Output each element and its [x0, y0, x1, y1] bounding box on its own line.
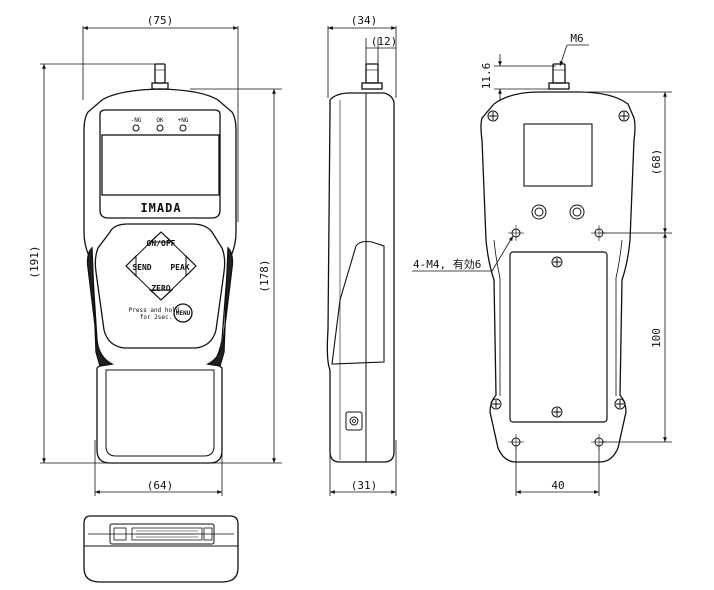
back-body-outline: [480, 91, 636, 463]
dim-front-width-top: [82, 26, 239, 222]
back-body-inner-right: [615, 239, 623, 396]
dim-back-hole-spacing-v: [600, 233, 672, 443]
side-connector: [345, 411, 363, 431]
back-body-inner: [493, 239, 501, 396]
dim-back-upper-label: (68): [650, 149, 663, 176]
key-menu[interactable]: MENU: [176, 310, 191, 317]
back-view: M6 11.6 (68) 100 40: [412, 32, 672, 496]
front-shaft: [151, 63, 169, 90]
back-shaft: [548, 63, 570, 90]
front-lower-inner: [105, 369, 215, 457]
dim-front-height-total-label: (191): [28, 245, 41, 278]
front-grip-left: [86, 246, 115, 367]
front-key-panel: [94, 223, 226, 349]
bottom-body-outline: [83, 515, 239, 583]
dim-side-depth-top: [327, 26, 397, 98]
side-body-outline: [326, 92, 395, 463]
brand-logo: IMADA: [140, 201, 181, 215]
dim-back-hole-spacing-h-label: 40: [551, 479, 564, 492]
dim-front-height-body-label: (178): [258, 259, 271, 292]
dim-back-shaft-height: [494, 54, 556, 101]
led-plus-ng-label: +NG: [178, 117, 189, 124]
dim-side-depth-bottom-label: (31): [351, 479, 378, 492]
battery-cover-screw-bottom: [551, 406, 563, 418]
bottom-view: [83, 515, 239, 583]
menu-hint-line2: for 2sec.: [140, 314, 173, 321]
dim-front-width-top-label: (75): [147, 14, 174, 27]
mount-hole-top-right: [591, 225, 607, 241]
front-display-panel: [99, 109, 221, 219]
mount-hole-bottom-right: [591, 434, 607, 450]
dim-back-hole-spacing-v-label: 100: [650, 328, 663, 348]
back-screw-bottom-left: [490, 398, 502, 410]
front-keypad: [125, 231, 197, 301]
back-screw-top-right: [618, 110, 630, 122]
side-grip: [331, 240, 385, 365]
dim-side-depth-top-label: (34): [351, 14, 378, 27]
bottom-connector-port: [109, 523, 215, 545]
back-label-window: [523, 123, 593, 187]
key-send[interactable]: SEND: [132, 263, 151, 272]
back-screw-top-left: [487, 110, 499, 122]
led-ok-label: OK: [156, 117, 164, 124]
side-view: (34) (12) (31): [326, 14, 398, 496]
dim-back-shaft-height-label: 11.6: [480, 63, 493, 90]
menu-key-circle[interactable]: [173, 303, 193, 323]
dim-front-width-bottom-label: (64): [147, 479, 174, 492]
mount-hole-top-left: [508, 225, 524, 241]
led-minus-ng-label: -NG: [131, 117, 142, 124]
dim-side-shaft: [365, 38, 396, 66]
key-on-off[interactable]: ON/OFF: [147, 239, 176, 248]
back-screw-bottom-right: [614, 398, 626, 410]
dim-back-upper: [588, 91, 672, 234]
dim-side-shaft-label: (12): [371, 35, 398, 48]
front-leds: [132, 124, 187, 132]
battery-cover-screw-top: [551, 256, 563, 268]
front-lcd-window: [101, 134, 220, 196]
front-grip-right: [205, 246, 234, 367]
side-shaft: [361, 63, 383, 90]
thread-label: M6: [570, 32, 583, 45]
back-knobs: [531, 204, 585, 220]
mount-holes-label: 4-M4, 有効6: [413, 257, 481, 271]
front-body-outline: [83, 88, 237, 464]
dim-front-height-total: [40, 63, 160, 464]
key-peak[interactable]: PEAK: [170, 263, 189, 272]
back-battery-cover: [509, 251, 608, 423]
dim-back-hole-spacing-h: [515, 446, 600, 496]
mount-hole-bottom-left: [508, 434, 524, 450]
menu-hint-line1: Press and hold: [129, 307, 180, 314]
front-view: (75) (191) (178) (64): [28, 14, 282, 496]
key-zero[interactable]: ZERO: [151, 284, 170, 293]
